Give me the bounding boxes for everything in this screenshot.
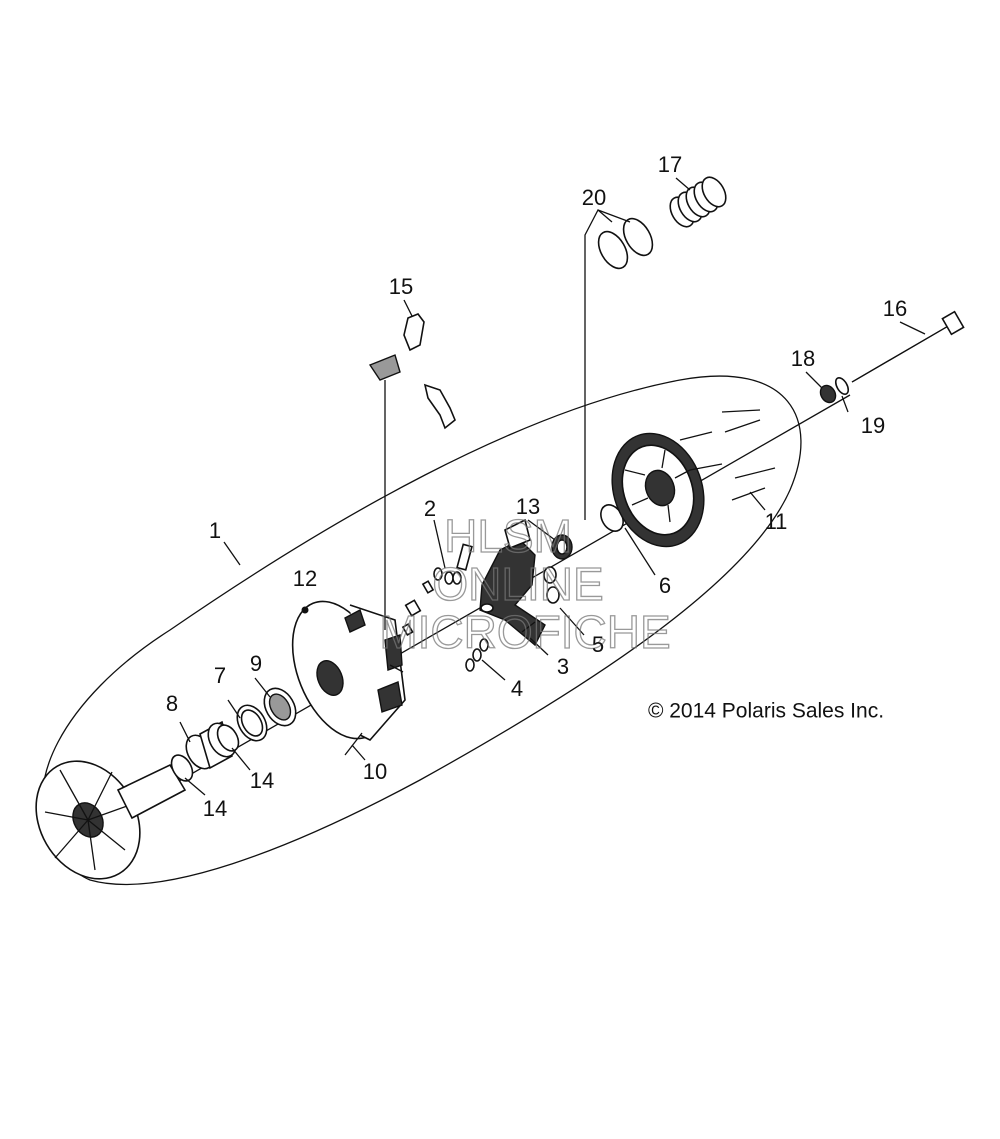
slider-blocks	[401, 580, 435, 637]
washers-4	[465, 638, 489, 672]
moveable-sheave	[291, 600, 406, 741]
bushing-9	[263, 687, 297, 727]
assembly-outline	[42, 375, 802, 886]
spring-17	[669, 176, 727, 228]
spacer-7	[236, 704, 268, 742]
callout-16: 16	[883, 296, 907, 321]
callout-7: 7	[214, 663, 226, 688]
bolt-10	[344, 664, 404, 756]
washer-5	[543, 566, 560, 604]
callout-17: 17	[658, 152, 682, 177]
washer-19	[834, 377, 850, 395]
cam-weights-15	[368, 313, 456, 430]
callout-18: 18	[791, 346, 815, 371]
pin-3	[521, 621, 536, 633]
callout-13: 13	[516, 494, 540, 519]
bolt-16	[851, 310, 965, 383]
callout-3: 3	[557, 654, 569, 679]
copyright-text: © 2014 Polaris Sales Inc.	[648, 700, 884, 723]
leader-lines	[179, 177, 926, 796]
callout-12: 12	[293, 566, 317, 591]
spider	[479, 518, 546, 647]
watermark-line-3: MICROFICHE	[379, 606, 670, 658]
callout-8: 8	[166, 691, 178, 716]
marker-dot-12	[301, 606, 309, 614]
watermark-line-1: HLSM	[444, 510, 572, 562]
callout-19: 19	[861, 413, 885, 438]
callout-2: 2	[424, 496, 436, 521]
cover-plate	[611, 432, 705, 548]
fixed-sheave-fan	[35, 760, 187, 880]
watermark-line-2: ONLINE	[432, 558, 603, 610]
callout-14a: 14	[203, 796, 227, 821]
callout-4: 4	[511, 676, 523, 701]
callout-9: 9	[250, 651, 262, 676]
watermark: HLSM ONLINE MICROFICHE	[379, 510, 672, 659]
callout-11: 11	[765, 509, 788, 534]
callout-6: 6	[659, 573, 671, 598]
bolts-11	[679, 409, 776, 501]
nut-18	[819, 384, 837, 404]
shims-20	[597, 217, 654, 270]
callouts: 1 2 3 4 5 6 7 8 9 10 11 12 13 14 14 15 1…	[166, 152, 907, 821]
callout-14b: 14	[250, 768, 274, 793]
callout-15: 15	[389, 274, 413, 299]
callout-10: 10	[363, 759, 387, 784]
roller-pin-2	[433, 543, 473, 585]
callout-20: 20	[582, 185, 606, 210]
bushing-13	[551, 534, 573, 560]
ring-14-right	[216, 724, 240, 752]
callout-5: 5	[592, 632, 604, 657]
ring-14-left	[170, 754, 194, 782]
callout-1: 1	[209, 518, 221, 543]
